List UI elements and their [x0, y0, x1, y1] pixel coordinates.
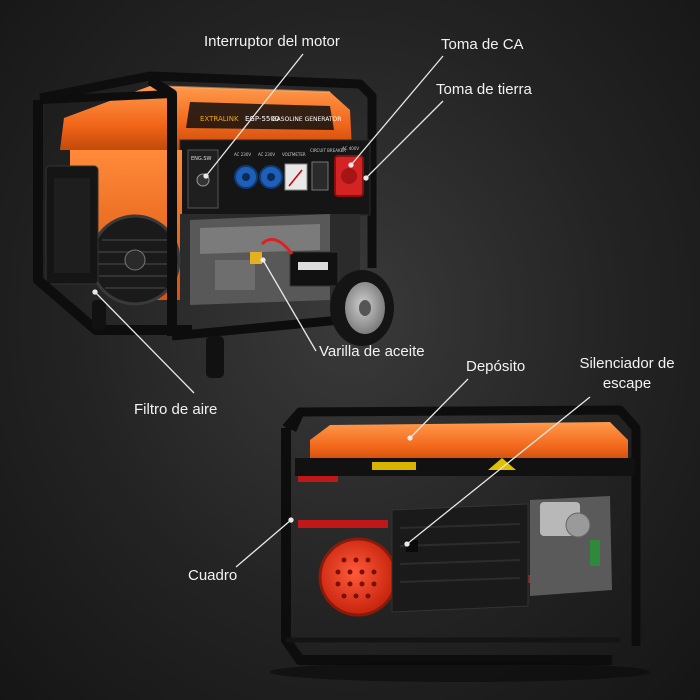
label-ac-outlet: Toma de CA: [441, 36, 524, 53]
svg-text:VOLTMETER: VOLTMETER: [282, 152, 306, 157]
label-fuel-tank: Depósito: [466, 358, 526, 375]
leader-ground: [365, 100, 444, 179]
svg-text:AC 400V: AC 400V: [342, 146, 359, 151]
muffler: [391, 503, 529, 613]
svg-text:AC 230V: AC 230V: [258, 152, 275, 157]
leader-lines: [92, 53, 591, 568]
label-oil-dipstick: Varilla de aceite: [319, 343, 425, 360]
leader-frame: [235, 519, 292, 568]
svg-text:AC 230V: AC 230V: [234, 152, 251, 157]
label-air-filter: Filtro de aire: [134, 401, 218, 418]
svg-text:CIRCUIT BREAKER: CIRCUIT BREAKER: [310, 148, 346, 153]
alternator-cover: [318, 537, 398, 617]
product-text: GASOLINE GENERATOR: [272, 116, 341, 123]
label-engine-switch: Interruptor del motor: [204, 33, 340, 50]
circuit-breaker: [311, 161, 329, 191]
leader-muffler: [406, 396, 591, 545]
generator-front-view: EXTRALINK EGP-5500 GASOLINE GENERATOR EN…: [33, 71, 394, 378]
top-frame: [33, 100, 192, 335]
oil-dipstick-cap: [250, 252, 262, 264]
model-text: EGP-5500: [245, 115, 279, 123]
brand-text: EXTRALINK: [200, 115, 239, 123]
leader-oil-dipstick: [262, 259, 317, 352]
bottom-fuel-tank: [310, 422, 628, 464]
switch-label: ENG.SW: [191, 156, 212, 162]
leader-engine-switch: [205, 53, 304, 177]
leader-ac-outlet: [350, 55, 444, 166]
generator-rear-view: [270, 405, 650, 682]
leader-air-filter: [94, 291, 195, 394]
label-exhaust-muffler: Silenciador de escape: [579, 355, 675, 392]
label-ground-terminal: Toma de tierra: [436, 81, 532, 98]
bottom-frame: [281, 428, 612, 665]
leader-tank: [409, 378, 469, 439]
label-frame: Cuadro: [188, 567, 238, 584]
